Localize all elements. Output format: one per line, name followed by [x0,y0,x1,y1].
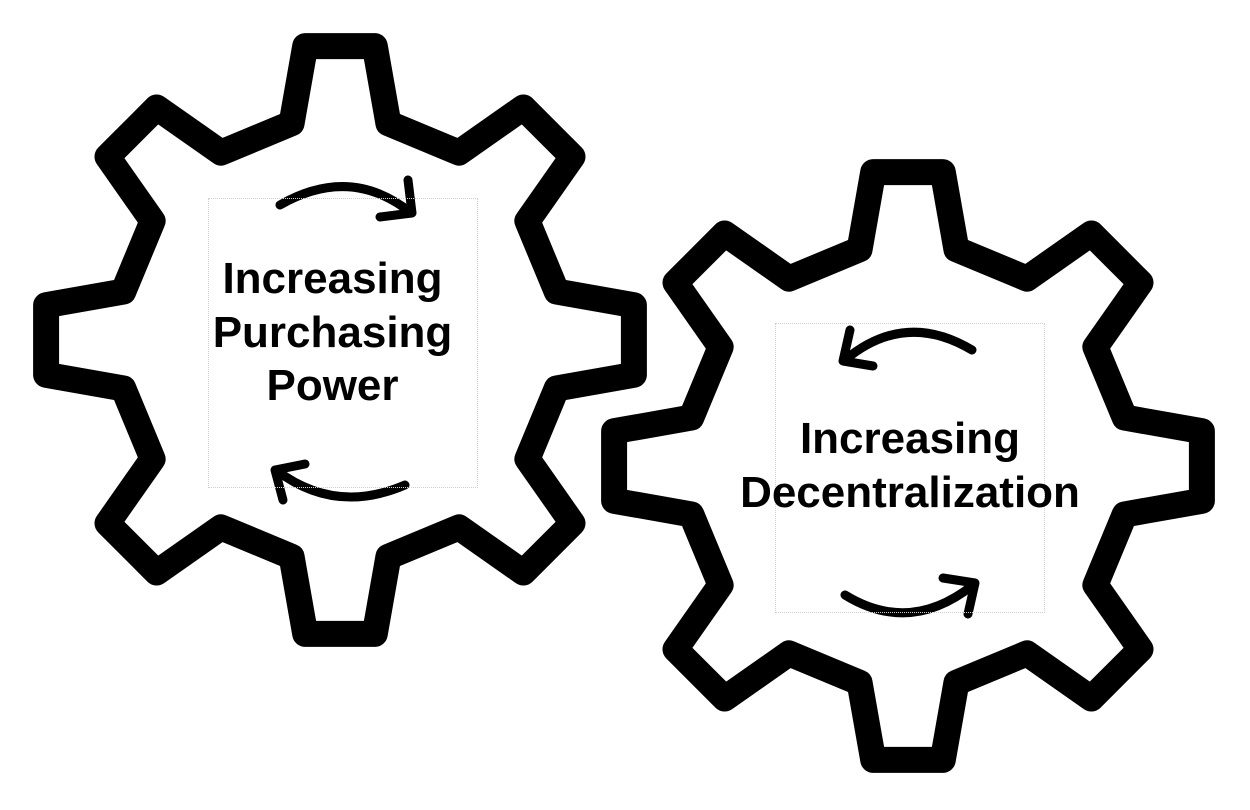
gear-right-icon [601,159,1215,773]
gear-label-decentralization: Increasing Decentralization [700,412,1120,519]
arrow-top-right-gear-icon [838,325,977,371]
gear-label-line: Increasing [799,414,1021,463]
gear-label-line: Power [266,361,399,411]
gear-outline [601,159,1215,773]
arrow-top-left-gear-icon [275,175,417,222]
gear-left-icon [33,33,647,647]
gear-label-line: Purchasing [212,307,453,357]
gear-label-purchasing-power: Increasing Purchasing Power [185,252,480,413]
arrow-bottom-left-gear-icon [270,459,410,505]
gear-label-line: Increasing [222,254,443,303]
gear-outline [33,33,647,647]
gear-label-line: Decentralization [740,467,1080,517]
